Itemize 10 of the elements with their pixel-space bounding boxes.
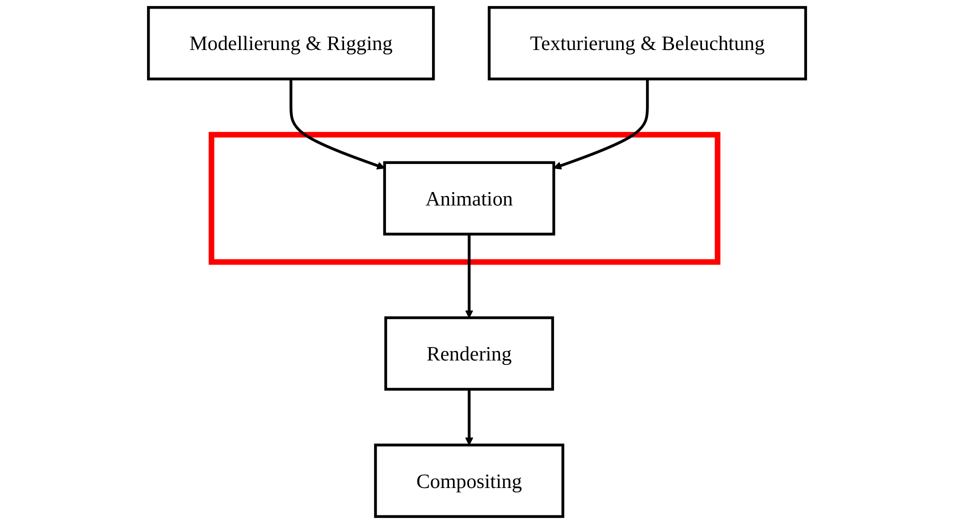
- cluster: [208, 132, 720, 265]
- arrow: [553, 78, 649, 170]
- arrow: [290, 78, 385, 170]
- node-box: Animation: [383, 161, 556, 236]
- arrow: [465, 389, 474, 446]
- arrow: [465, 234, 474, 318]
- node-box: Compositing: [374, 444, 564, 518]
- node-box: Rendering: [384, 316, 554, 391]
- node-box: Modellierung & Rigging: [147, 6, 435, 80]
- node-box: Texturierung & Beleuchtung: [488, 6, 807, 80]
